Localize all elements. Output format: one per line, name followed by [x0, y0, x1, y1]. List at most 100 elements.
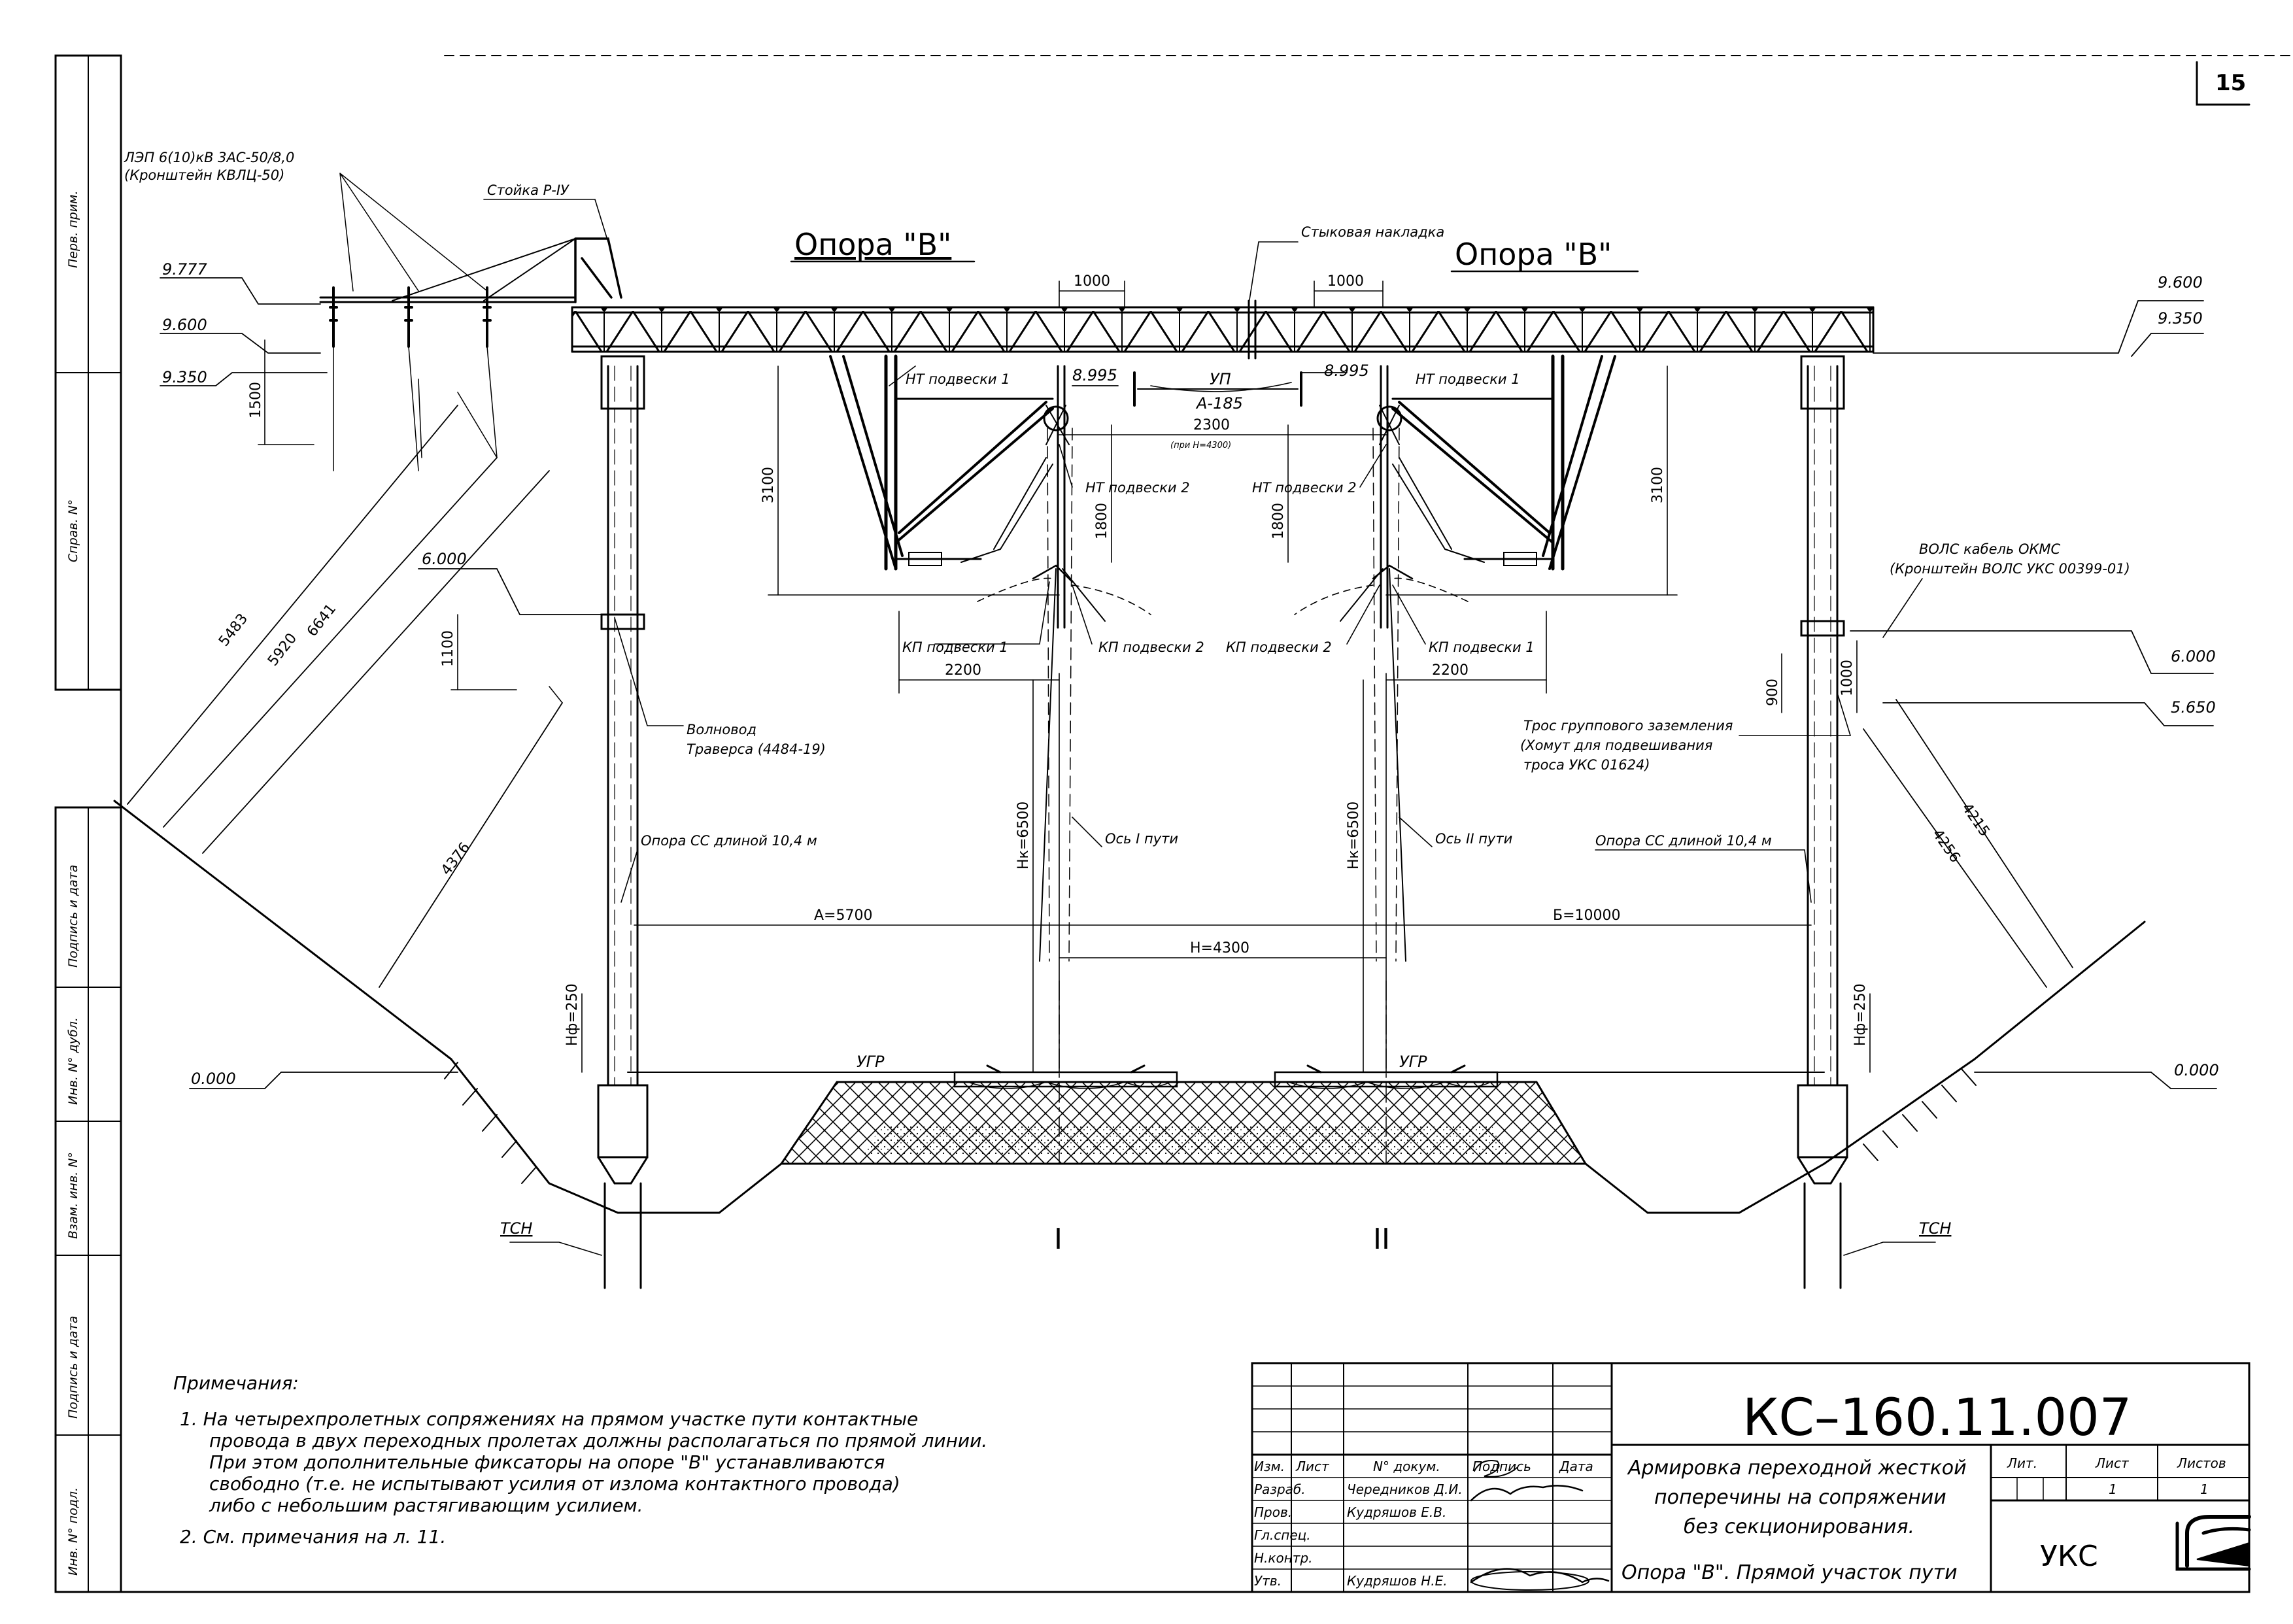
- dim-3100-right: 3100: [1650, 467, 1666, 503]
- dim-hf-right: Hф=250: [1852, 983, 1869, 1046]
- label-kp1-left: КП подвески 1: [902, 639, 1008, 655]
- dim-3100-left: 3100: [760, 467, 777, 503]
- suspension-left: [884, 354, 1151, 962]
- label-nt2-right: НТ подвески 2: [1252, 480, 1357, 496]
- tb-sheets: 1: [2200, 1481, 2209, 1497]
- level-8995-left: 8.995: [1072, 366, 1117, 384]
- note-1-line-4: свободно (т.е. не испытывают усилия от и…: [209, 1473, 900, 1495]
- tb-org: УКС: [2040, 1540, 2098, 1573]
- dim-6641: 6641: [304, 601, 339, 640]
- label-kp2-right: КП подвески 2: [1226, 639, 1332, 655]
- tb-r5-name: Кудряшов Н.Е.: [1347, 1573, 1448, 1589]
- level-9600-right: 9.600: [2158, 273, 2203, 292]
- dim-hk-right: Hк=6500: [1346, 802, 1362, 870]
- label-pole-left: Опора СС длиной 10,4 м: [641, 833, 817, 849]
- tb-h-doc: N° докум.: [1373, 1459, 1440, 1474]
- ugr-left: УГР: [857, 1053, 885, 1071]
- side-inv-dubl: Инв. N° дубл.: [66, 1017, 80, 1105]
- dim-hk-left: Hк=6500: [1015, 802, 1032, 870]
- dim-1800-left: 1800: [1094, 503, 1110, 539]
- ugr-right: УГР: [1399, 1053, 1427, 1071]
- tb-r1: Разраб.: [1254, 1481, 1306, 1497]
- side-vzam: Взам. инв. N°: [66, 1152, 80, 1239]
- dim-hf-left: Hф=250: [564, 983, 581, 1046]
- dim-5920: 5920: [265, 630, 300, 669]
- lep-bracket: [319, 173, 622, 471]
- dim-h: Н=4300: [1190, 940, 1249, 956]
- label-waveguide: Волновод: [687, 722, 756, 737]
- dim-1000-vert: 1000: [1839, 660, 1856, 696]
- level-9600-left: 9.600: [162, 316, 207, 334]
- company-logo: [2175, 1515, 2251, 1571]
- notes: Примечания: 1. На четырехпролетных сопря…: [173, 1372, 987, 1548]
- level-8995-right: 8.995: [1324, 362, 1369, 380]
- level-5650-right: 5.650: [2171, 698, 2216, 717]
- page-number: 15: [2215, 70, 2246, 96]
- dim-1000-right: 1000: [1327, 273, 1364, 290]
- label-tsn-left: ТСН: [500, 1219, 532, 1238]
- note-2: 2. См. примечания на л. 11.: [180, 1526, 446, 1548]
- annotation-texts: ЛЭП 6(10)кВ 3АС-50/8,0 (Кронштейн КВЛЦ-5…: [124, 150, 2130, 1238]
- slope-dimensions-right: 4215 4256: [1863, 699, 2146, 1060]
- side-inv-podl: Инв. N° подл.: [66, 1487, 80, 1576]
- label-ground-clamp2: троса УКС 01624): [1523, 757, 1650, 773]
- tb-h-lit: Лит.: [2007, 1455, 2037, 1471]
- label-axis2: Ось II пути: [1435, 831, 1512, 847]
- signature-2: [1470, 1485, 1584, 1502]
- side-stamp: Перв. прим. Справ. N° Подпись и дата Инв…: [54, 54, 122, 1593]
- level-9777: 9.777: [162, 260, 207, 279]
- level-6000-right: 6.000: [2171, 647, 2216, 666]
- tb-h-izm: Изм.: [1254, 1459, 1285, 1474]
- label-traverse: Траверса (4484-19): [687, 741, 826, 757]
- label-lep-bracket: (Кронштейн КВЛЦ-50): [124, 167, 284, 183]
- leader-lines: [483, 199, 1936, 1256]
- level-9350-right: 9.350: [2158, 309, 2203, 328]
- label-kp1-right: КП подвески 1: [1429, 639, 1535, 655]
- track-1-label: I: [1054, 1223, 1062, 1256]
- level-0000-right: 0.000: [2174, 1061, 2219, 1079]
- suspension-right: [1294, 354, 1565, 962]
- tb-r3: Гл.спец.: [1254, 1527, 1311, 1543]
- tb-desc-4: Опора "В". Прямой участок пути: [1622, 1561, 1958, 1584]
- elevation-markers: [160, 277, 2217, 1089]
- label-rack: Стойка Р-IУ: [487, 182, 569, 198]
- elevation-texts: 9.777 9.600 9.350 6.000 0.000 9.600 9.35…: [162, 260, 2219, 1088]
- slope-dimensions-left: 5483 5920 6641 4376: [113, 379, 563, 1060]
- label-lep: ЛЭП 6(10)кВ 3АС-50/8,0: [124, 150, 294, 165]
- tb-h-list: Лист: [1295, 1459, 1330, 1474]
- dim-1500: 1500: [248, 382, 264, 418]
- support-title-left: Опора "В": [794, 227, 951, 262]
- notes-heading: Примечания:: [173, 1372, 299, 1394]
- dim-2200-right: 2200: [1432, 662, 1469, 679]
- ground-profile: I II: [444, 980, 1977, 1256]
- tb-r2: Пров.: [1254, 1504, 1292, 1520]
- title-block-texts: КС–160.11.007 Изм. Лист N° докум. Подпис…: [1254, 1389, 2226, 1589]
- label-axis1: Ось I пути: [1105, 831, 1178, 847]
- tb-sheet: 1: [2109, 1481, 2117, 1497]
- label-nt1-left: НТ подвески 1: [906, 371, 1010, 387]
- level-9350-left: 9.350: [162, 368, 207, 386]
- dim-5483: 5483: [216, 611, 251, 650]
- tb-desc-1: Армировка переходной жесткой: [1627, 1457, 1967, 1480]
- label-pole-right: Опора СС длиной 10,4 м: [1595, 833, 1772, 849]
- dim-b: Б=10000: [1553, 907, 1621, 924]
- label-joint-plate: Стыковая накладка: [1301, 224, 1444, 240]
- crossbar-truss: [571, 299, 1875, 570]
- note-1-line-5: либо с небольшим растягивающим усилием.: [209, 1495, 643, 1516]
- dim-4215: 4215: [1958, 800, 1993, 839]
- uniform-cable: УП А-185: [1133, 370, 1302, 413]
- dimension-lines: [258, 280, 1871, 1073]
- tb-r1-name: Чередников Д.И.: [1347, 1481, 1463, 1497]
- side-sprav: Справ. N°: [66, 499, 80, 562]
- side-podp1: Подпись и дата: [66, 865, 80, 968]
- tb-desc-2: поперечины на сопряжении: [1654, 1486, 1946, 1509]
- tb-r5: Утв.: [1254, 1573, 1282, 1589]
- sheet-frame: [120, 55, 2293, 1593]
- label-vols: ВОЛС кабель ОКМС: [1919, 541, 2061, 557]
- support-title-right: Опора "В": [1455, 237, 1612, 272]
- doc-code: КС–160.11.007: [1742, 1389, 2132, 1447]
- dim-2300: 2300: [1193, 417, 1230, 433]
- ugr-lines: УГР УГР: [627, 1053, 1825, 1073]
- dim-a: А=5700: [814, 907, 872, 924]
